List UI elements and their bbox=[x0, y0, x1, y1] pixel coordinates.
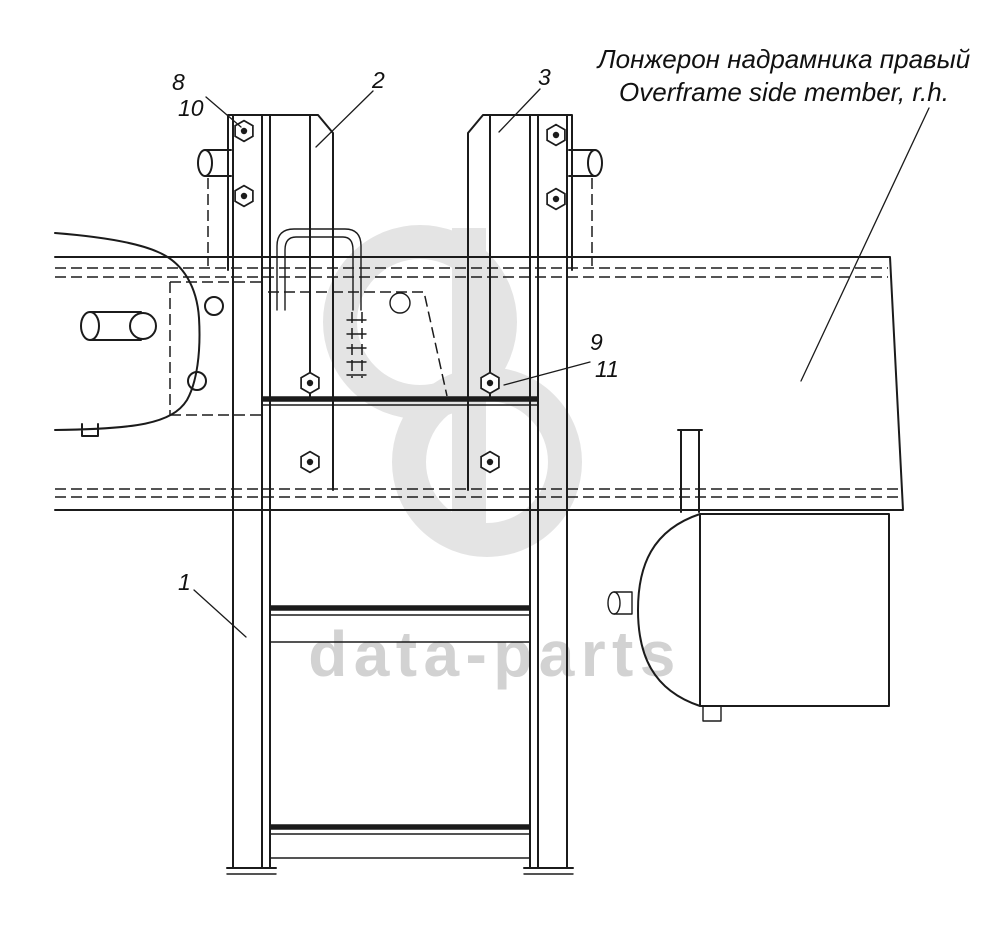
hex-bolt bbox=[300, 371, 320, 395]
hex-bolt bbox=[234, 184, 254, 208]
bracket-left-pin-cap bbox=[197, 149, 213, 177]
annotation-line2-en: Overframe side member, r.h. bbox=[619, 77, 949, 107]
tow-loop-inner bbox=[284, 236, 354, 311]
callout-3: 3 bbox=[538, 64, 551, 90]
bracket-right-outline bbox=[467, 114, 596, 491]
frame-rail-edges bbox=[54, 256, 904, 511]
annotation: Лонжерон надрамника правый Overframe sid… bbox=[596, 44, 970, 107]
callout-9: 9 bbox=[590, 329, 603, 355]
ladder bbox=[226, 114, 574, 875]
hidden-bracket-outline bbox=[169, 281, 266, 416]
annotation-line1-ru: Лонжерон надрамника правый bbox=[596, 44, 970, 74]
callouts: 8 10 2 3 9 11 1 bbox=[172, 64, 619, 595]
ladder-steps-front bbox=[271, 605, 529, 830]
hole-upper bbox=[204, 296, 224, 316]
hex-bolt bbox=[546, 123, 566, 147]
callout-11: 11 bbox=[595, 356, 619, 382]
tow-loop-outer bbox=[276, 228, 362, 311]
reservoir-body bbox=[637, 513, 890, 707]
frame-rail-flange-hidden-lines bbox=[55, 267, 899, 498]
callout-10: 10 bbox=[178, 95, 204, 121]
left-crossmember bbox=[54, 232, 266, 437]
hidden-gusset-outline bbox=[268, 291, 448, 397]
frame-rail bbox=[54, 256, 904, 511]
hole-center bbox=[389, 292, 411, 314]
mounting-bracket-left bbox=[197, 114, 334, 491]
crossmember-outline bbox=[54, 232, 201, 437]
callout-1: 1 bbox=[178, 569, 191, 595]
hex-bolt bbox=[480, 371, 500, 395]
leader-lines bbox=[193, 88, 930, 638]
watermark-text: data-parts bbox=[308, 618, 681, 690]
pivot-pin-end bbox=[129, 312, 157, 340]
tow-loop-and-fasteners bbox=[268, 228, 448, 397]
pivot-pin-cap bbox=[80, 311, 100, 341]
hex-nut bbox=[300, 450, 320, 474]
mounting-bracket-right bbox=[467, 114, 603, 491]
ladder-steps-detail bbox=[270, 614, 530, 859]
hole-lower bbox=[187, 371, 207, 391]
hex-bolt bbox=[546, 187, 566, 211]
bracket-right-pin-cap bbox=[587, 149, 603, 177]
reservoir-bracket bbox=[677, 429, 703, 513]
support-plate bbox=[262, 371, 538, 474]
fitting-cap bbox=[607, 591, 621, 615]
stud-washers bbox=[346, 319, 367, 376]
callout-2: 2 bbox=[371, 67, 385, 93]
brand-logo-watermark bbox=[323, 225, 582, 557]
hex-nut bbox=[480, 450, 500, 474]
bracket-left-outline bbox=[204, 114, 334, 491]
reservoir-fittings bbox=[613, 591, 722, 722]
ladder-rails bbox=[226, 114, 574, 869]
callout-8: 8 bbox=[172, 69, 185, 95]
air-reservoir bbox=[607, 429, 890, 722]
